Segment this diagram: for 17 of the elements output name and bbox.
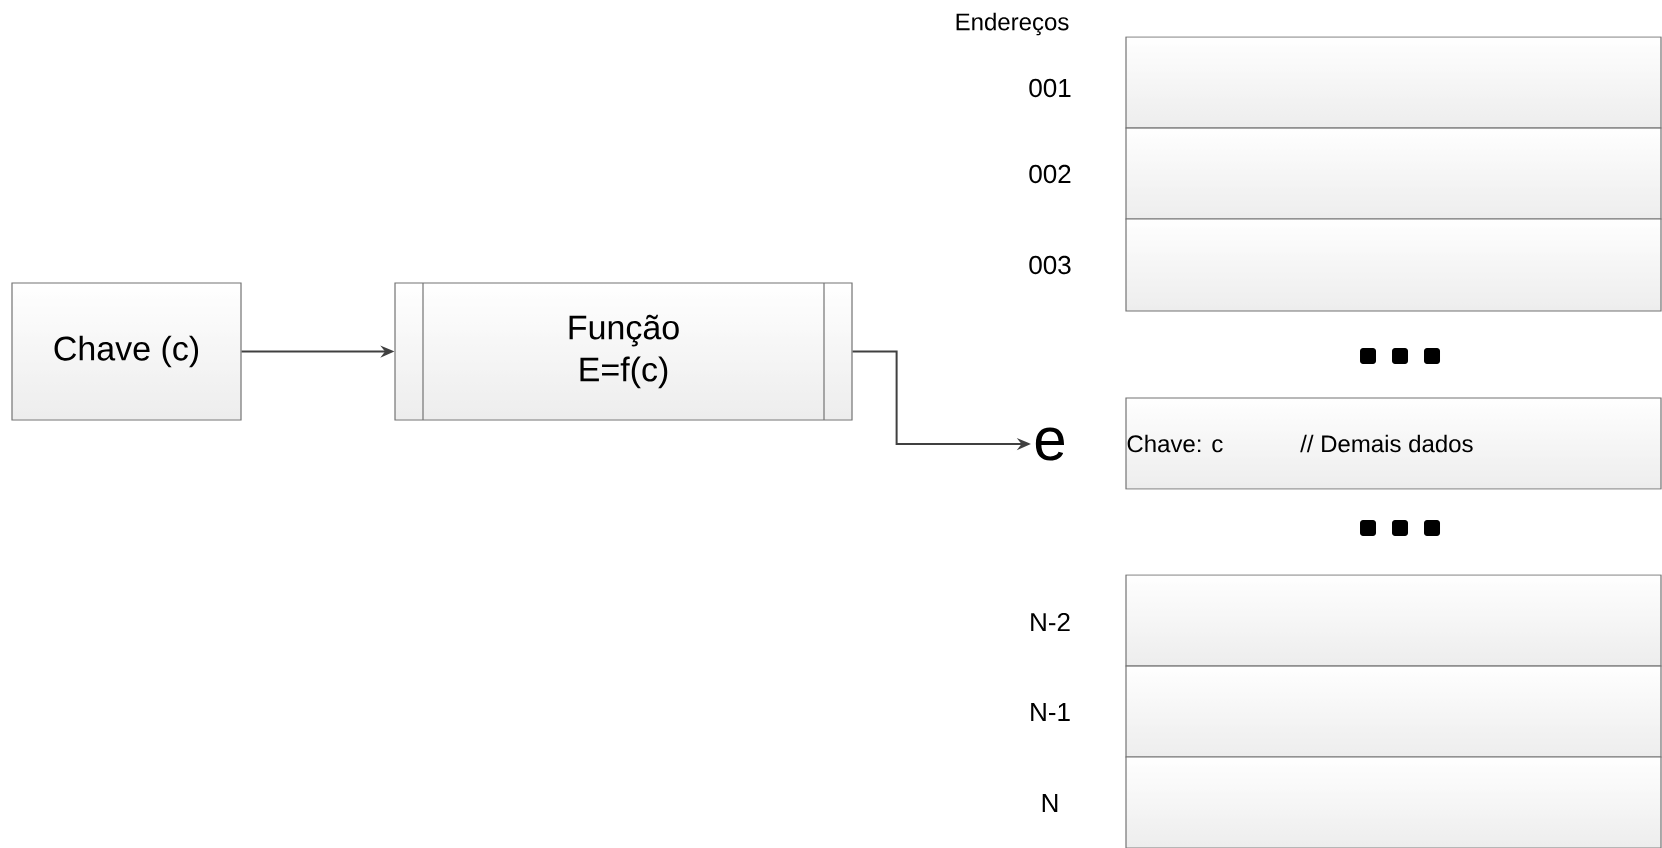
table-row: Chave: c // Demais dados (1125, 397, 1662, 490)
table-row (1125, 127, 1662, 220)
address-label: 002 (1029, 164, 1071, 184)
address-label: 001 (1029, 78, 1071, 98)
table-row (1125, 218, 1662, 312)
address-label: N (1042, 794, 1058, 812)
table-row (1125, 36, 1662, 129)
table-row (1125, 574, 1662, 667)
process-box: Chave (c) (11, 282, 242, 421)
address-label: e (1035, 427, 1065, 461)
address-label: 003 (1029, 255, 1071, 275)
address-label: N-1 (1031, 703, 1070, 721)
address-label: N-2 (1031, 612, 1070, 632)
column-heading: Endereços (956, 12, 1069, 36)
predefined-process-box: Função E=f(c) (394, 282, 853, 421)
table-row (1125, 665, 1662, 758)
table-row (1125, 756, 1662, 848)
